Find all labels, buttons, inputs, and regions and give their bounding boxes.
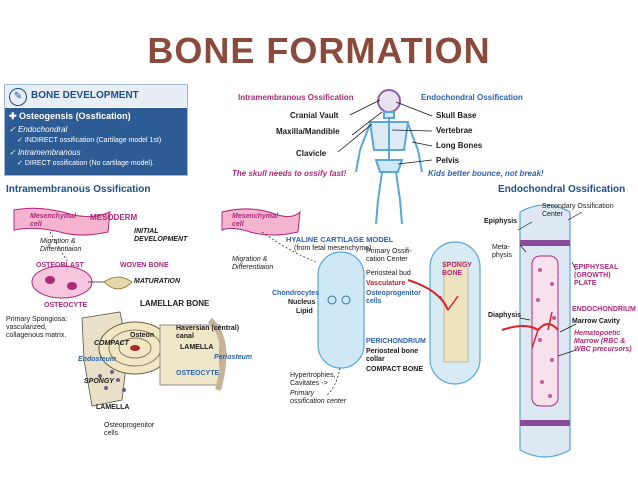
- endo-ossification-heading: Endochondral Ossification: [421, 93, 523, 102]
- panel-body: ✚ Osteogensis (Ossfication) ✓ Endochondr…: [5, 108, 187, 175]
- endochondral-item: ✓ Endochondral: [9, 125, 68, 134]
- intra-section-title: Intramembranous Ossification: [6, 184, 151, 195]
- lamella-spongy-label: LAMELLA: [96, 404, 130, 411]
- maturation-label: MATURATION: [134, 278, 181, 285]
- osteoblast-label: OSTEOBLAST: [36, 262, 84, 269]
- mid-mesenchymal-label: Mesenchymal cell: [232, 213, 278, 228]
- panel-header-title: BONE DEVELOPMENT: [31, 90, 139, 101]
- diaphysis-label: Diaphysis: [488, 312, 522, 319]
- fetal-mesenchyme-label: (from fetal mesenchyme): [294, 245, 372, 252]
- vasculature-label: Vasculature: [366, 280, 406, 287]
- osteoprogenitor-cells-label: Osteoprogenitor cells: [104, 422, 155, 437]
- metaphysis-label: Meta- physis: [492, 244, 512, 259]
- secondary-ossification-label: Secondary Ossification Center: [542, 203, 614, 218]
- endochondral-label: Endochondral: [17, 125, 68, 134]
- skeleton-leader-lines: [337, 99, 433, 165]
- direct-label: DIRECT ossification (No cartilage model)…: [24, 160, 155, 167]
- compact-bone-label: COMPACT BONE: [366, 366, 424, 373]
- skeleton-figure: [355, 89, 423, 225]
- kids-caption: Kids better bounce, not break!: [428, 169, 544, 178]
- label-vertebrae: Vertebrae: [436, 126, 473, 135]
- label-skull-base: Skull Base: [436, 111, 477, 120]
- marrow-cavity-label: Marrow Cavity: [572, 318, 620, 325]
- hematopoietic-marrow-label: Hematopoetic Marrow (RBC & WBC precursor…: [574, 330, 632, 353]
- indirect-label: INDIRECT ossification (Cartilage model 1…: [24, 137, 162, 144]
- epiphysis-label: Epiphysis: [484, 218, 518, 225]
- bone-development-panel: ✎ BONE DEVELOPMENT ✚ Osteogensis (Ossfic…: [4, 84, 188, 176]
- cartilage-model-artwork: [221, 208, 481, 397]
- primary-spongiosa-label: Primary Spongiosa: vascularized, collage…: [6, 316, 68, 339]
- intra-mesenchymal-label: Mesenchymal cell: [30, 213, 76, 228]
- intra-artwork: [13, 207, 227, 407]
- long-bone-artwork: [501, 204, 571, 458]
- primary-ossification-center-label: Primary Ossifi- cation Center: [366, 248, 412, 263]
- haversian-canal-label: Haversian (central) canal: [176, 325, 240, 340]
- label-clavicle: Clavicle: [296, 149, 327, 158]
- spongy-label: SPONGY: [84, 378, 114, 385]
- compact-label: COMPACT: [94, 340, 129, 347]
- label-cranial-vault: Cranial Vault: [290, 111, 339, 120]
- indirect-item: ✓ INDIRECT ossification (Cartilage model…: [17, 137, 162, 144]
- lipid-label: Lipid: [296, 308, 313, 315]
- endochondrium-label: ENDOCHONDRIUM: [572, 306, 636, 313]
- epiphyseal-plate-label: EPIPHYSEAL (GROWTH) PLATE: [574, 264, 619, 287]
- endosteum-label: Endosteum: [78, 356, 117, 363]
- primary-center-bottom-label: Primary ossification center: [290, 390, 347, 405]
- periosteal-bud-label: Periosteal bud: [366, 270, 411, 277]
- intramembranous-label: Intramembranous: [17, 148, 81, 157]
- intra-migration-label: Migration & Differentiaion: [40, 238, 82, 253]
- endo-section-title: Endochondral Ossification: [498, 184, 626, 195]
- intramembranous-item: ✓ Intramembranous: [9, 148, 81, 157]
- osteocyte-label: OSTEOCYTE: [44, 302, 88, 309]
- intra-ossification-heading: Intramembranous Ossification: [238, 93, 354, 102]
- label-long-bones: Long Bones: [436, 141, 483, 150]
- woven-bone-label: WOVEN BONE: [120, 262, 169, 269]
- osteocyte-compact-label: OSTEOCYTE: [176, 370, 220, 377]
- mid-migration-label: Migration & Differentiaion: [232, 256, 274, 271]
- label-maxilla-mandible: Maxilla/Mandible: [276, 127, 340, 136]
- lamella-label: LAMELLA: [180, 344, 214, 351]
- label-pelvis: Pelvis: [436, 156, 460, 165]
- perichondrium-label: PERICHONDRIUM: [366, 338, 426, 345]
- mesoderm-label: MESODERM: [90, 213, 138, 222]
- page-title: BONE FORMATION: [147, 30, 491, 71]
- mid-osteoprogenitor-label: Osteoprogenitor cells: [366, 290, 421, 305]
- osteogenesis-item: ✚ Osteogensis (Ossfication): [9, 111, 131, 121]
- osteon-label: Osteon: [130, 332, 155, 339]
- nucleus-label: Nucleus: [288, 299, 316, 306]
- direct-item: ✓ DIRECT ossification (No cartilage mode…: [17, 160, 155, 167]
- hypertrophies-label: Hypertrophies, Cavitates ->: [290, 372, 336, 387]
- periosteum-label: Periosteum: [214, 354, 253, 361]
- panel-header: ✎ BONE DEVELOPMENT: [5, 85, 187, 107]
- hyaline-cartilage-label: HYALINE CARTILAGE MODEL: [286, 235, 394, 244]
- initial-development-label: INITIAL DEVELOPMENT: [134, 228, 188, 243]
- periosteal-collar-label: Periosteal bone collar: [366, 348, 419, 363]
- spongy-bone-label: SPONGY BONE: [442, 262, 472, 277]
- lamellar-bone-label: LAMELLAR BONE: [140, 299, 210, 308]
- long-bone-leader-lines: [517, 211, 583, 357]
- chondrocytes-label: Chondrocytes: [272, 290, 320, 297]
- skull-caption: The skull needs to ossify fast!: [232, 169, 347, 178]
- osteogenesis-label: Osteogensis (Ossfication): [19, 111, 131, 121]
- bone-icon: ✎: [9, 88, 27, 106]
